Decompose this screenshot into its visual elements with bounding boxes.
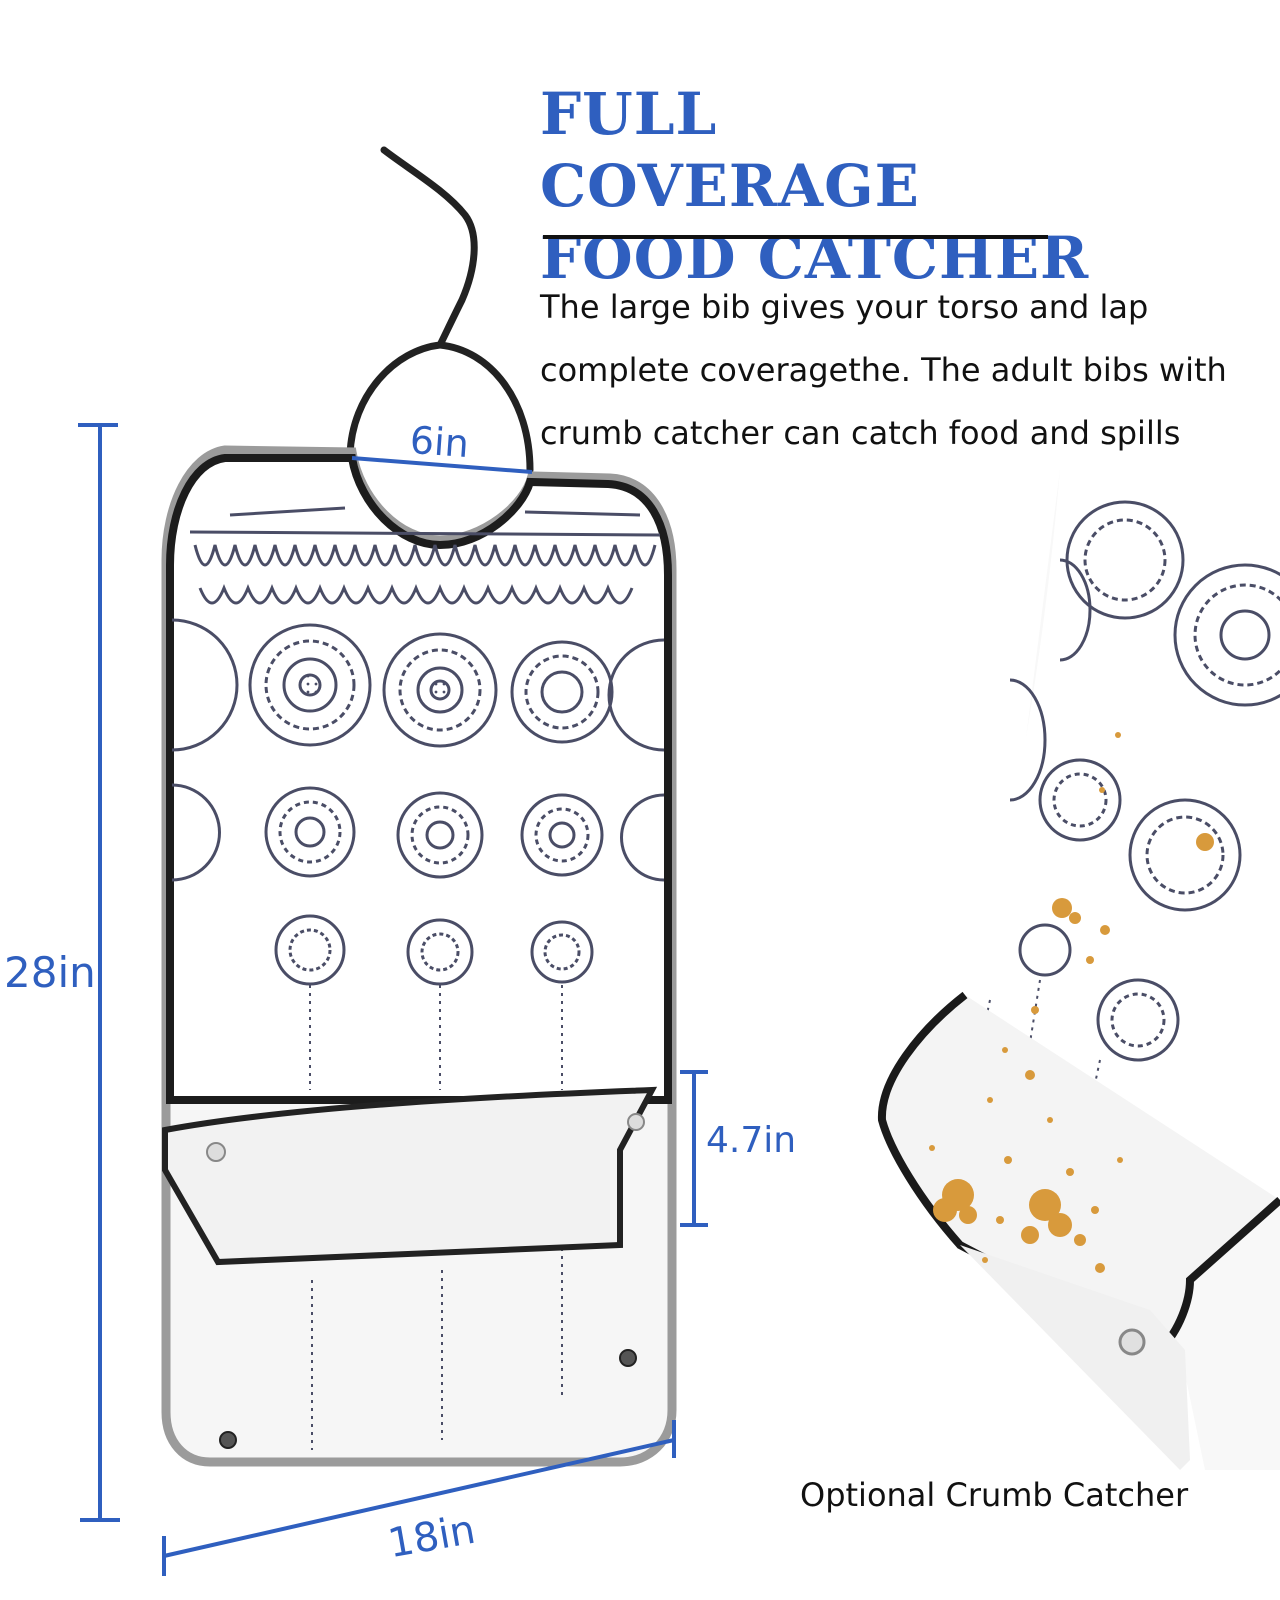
description: The large bib gives your torso and lap c… (540, 276, 1270, 465)
description-line-1: The large bib gives your torso and lap (540, 288, 1149, 326)
mandala-pattern (171, 618, 665, 1450)
crumb-pocket (162, 1086, 658, 1266)
lace-border (189, 506, 661, 605)
headline: FULL COVERAGE FOOD CATCHER (540, 78, 1100, 294)
length-dimension-label: 28in (4, 948, 96, 997)
side-crumb-pocket (877, 991, 1280, 1355)
side-view-caption: Optional Crumb Catcher (800, 1476, 1189, 1514)
pocket-dimension-label: 4.7in (706, 1120, 797, 1161)
headline-line-1: FULL COVERAGE (540, 80, 920, 220)
side-view-illustration (877, 470, 1280, 1470)
description-line-2: complete coveragethe. The adult bibs wit… (540, 351, 1227, 389)
bib-front (161, 445, 677, 1467)
headline-divider (543, 235, 1048, 239)
neck-dimension-label: 6in (408, 418, 471, 466)
neck-strap (346, 146, 534, 474)
dimension-lines (78, 423, 708, 1576)
crumbs (929, 732, 1214, 1273)
description-line-3: crumb catcher can catch food and spills (540, 414, 1181, 452)
